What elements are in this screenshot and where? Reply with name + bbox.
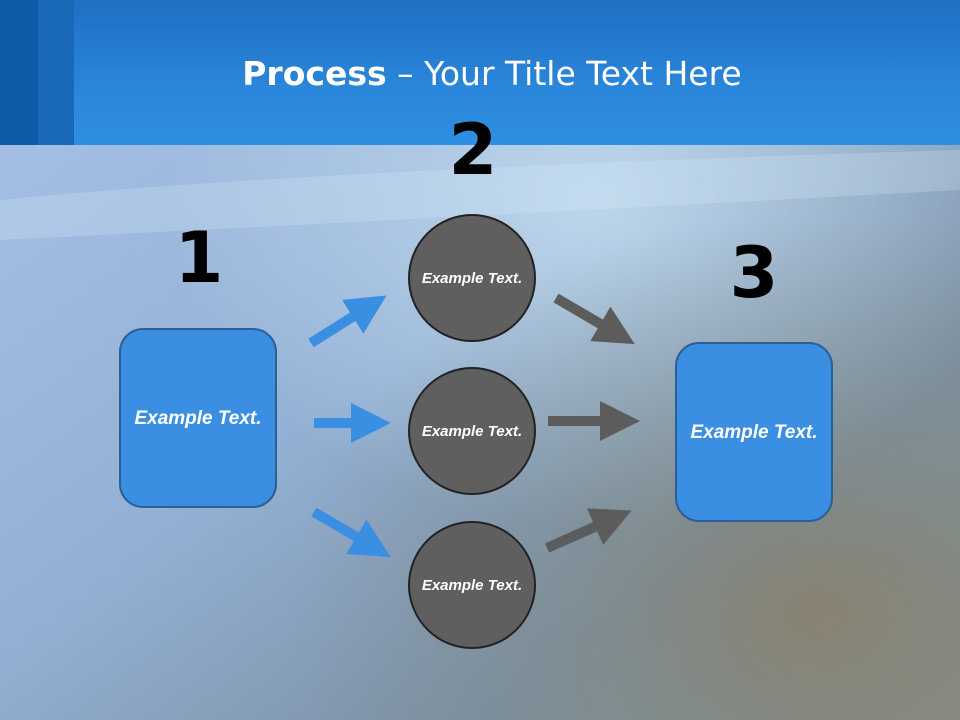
step-1-box: Example Text. [119, 328, 277, 508]
arrow-icon [308, 295, 387, 348]
title-bold: Process [242, 54, 387, 93]
header-accent-stripe [38, 0, 74, 145]
step-2-circle-text: Example Text. [421, 576, 523, 594]
step-2-circle-text: Example Text. [421, 422, 523, 440]
step-2-circle-middle: Example Text. [408, 367, 536, 495]
step-3-box: Example Text. [675, 342, 833, 522]
arrow-icon [311, 507, 391, 558]
title-rest: – Your Title Text Here [386, 54, 742, 93]
arrow-icon [553, 293, 635, 345]
slide-title: Process – Your Title Text Here [0, 52, 960, 96]
step-number-2: 2 [448, 109, 498, 191]
step-number-1: 1 [174, 217, 224, 299]
arrow-icon [544, 508, 632, 553]
step-1-text: Example Text. [134, 407, 262, 429]
header-accent-stripe [0, 0, 38, 145]
step-2-circle-bottom: Example Text. [408, 521, 536, 649]
step-number-3: 3 [729, 232, 779, 314]
step-2-circle-text: Example Text. [421, 269, 523, 287]
title-bar [0, 0, 960, 145]
step-2-circle-top: Example Text. [408, 214, 536, 342]
step-3-text: Example Text. [690, 421, 818, 443]
